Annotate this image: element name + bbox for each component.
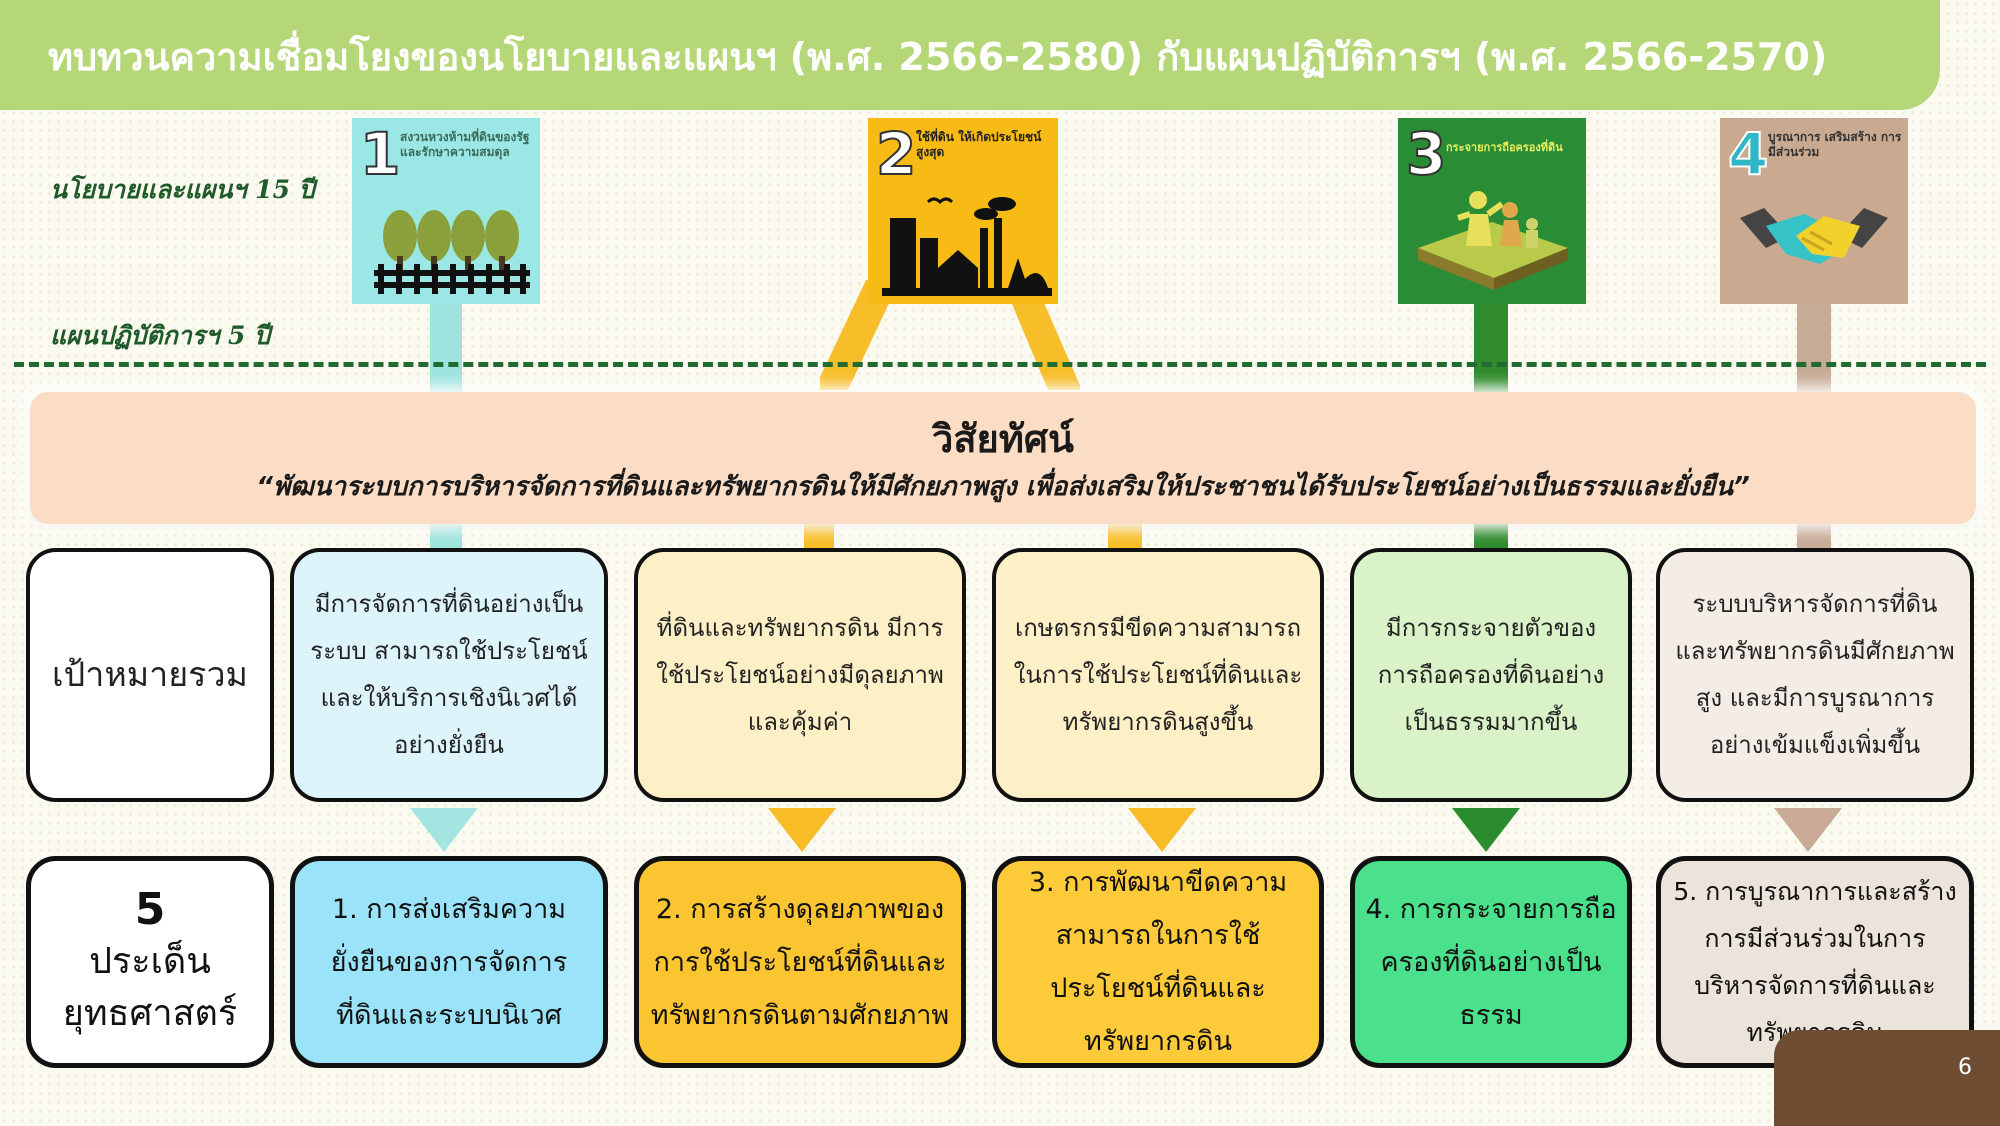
strategy-text-2: 2. การสร้างดุลยภาพของการใช้ประโยชน์ที่ดิ… — [650, 893, 950, 1031]
arrow-down-5 — [1774, 808, 1842, 852]
goal-text-2: ที่ดินและทรัพยากรดิน มีการใช้ประโยชน์อย่… — [656, 613, 944, 736]
strategy-row-label: 5 ประเด็นยุทธศาสตร์ — [26, 856, 274, 1068]
goal-box-5: ระบบบริหารจัดการที่ดินและทรัพยากรดินมีศั… — [1656, 548, 1974, 802]
goal-box-3: เกษตรกรมีขีดความสามารถในการใช้ประโยชน์ที… — [992, 548, 1324, 802]
strategy-count: 5 — [134, 884, 166, 935]
divider-dashed-line — [14, 362, 1986, 367]
policy-1-post — [430, 304, 462, 364]
policy-4-post — [1797, 304, 1831, 364]
policy-2-caption: ใช้ที่ดิน ให้เกิดประโยชน์สูงสุด — [916, 130, 1042, 159]
page-title: ทบทวนความเชื่อมโยงของนโยบายและแผนฯ (พ.ศ.… — [48, 35, 1828, 79]
page-number: 6 — [1958, 1055, 1972, 1080]
policy-15yr-label: นโยบายและแผนฯ 15 ปี — [50, 175, 315, 204]
strategy-text-3: 3. การพัฒนาขีดความสามารถในการใช้ประโยชน์… — [1028, 867, 1288, 1057]
goal-text-5: ระบบบริหารจัดการที่ดินและทรัพยากรดินมีศั… — [1675, 590, 1955, 759]
strategy-box-4: 4. การกระจายการถือครองที่ดินอย่างเป็นธรร… — [1350, 856, 1632, 1068]
strategy-box-2: 2. การสร้างดุลยภาพของการใช้ประโยชน์ที่ดิ… — [634, 856, 966, 1068]
policy-1-icon: 1 สงวนหวงห้ามที่ดินของรัฐ และรักษาความสม… — [352, 118, 540, 304]
header-banner: ทบทวนความเชื่อมโยงของนโยบายและแผนฯ (พ.ศ.… — [0, 0, 1940, 110]
strategy-text-1: 1. การส่งเสริมความยั่งยืนของการจัดการที่… — [330, 893, 568, 1031]
goal-text-4: มีการกระจายตัวของการถือครองที่ดินอย่างเป… — [1377, 613, 1605, 736]
strategy-box-3: 3. การพัฒนาขีดความสามารถในการใช้ประโยชน์… — [992, 856, 1324, 1068]
arrow-down-2 — [768, 808, 836, 852]
policy-4-number: 4 — [1727, 119, 1769, 189]
vision-title: วิสัยทัศน์ — [932, 417, 1074, 461]
arrow-down-1 — [410, 808, 478, 852]
policy-2-number: 2 — [875, 119, 917, 189]
strategy-text-5: 5. การบูรณาการและสร้างการมีส่วนร่วมในการ… — [1673, 877, 1957, 1047]
policy-1-number: 1 — [359, 119, 401, 189]
goal-text-1: มีการจัดการที่ดินอย่างเป็นระบบ สามารถใช้… — [310, 590, 588, 759]
goal-text-3: เกษตรกรมีขีดความสามารถในการใช้ประโยชน์ที… — [1013, 613, 1303, 736]
goal-box-1: มีการจัดการที่ดินอย่างเป็นระบบ สามารถใช้… — [290, 548, 608, 802]
action-5yr-label: แผนปฏิบัติการฯ 5 ปี — [50, 321, 270, 350]
policy-4-icon: 4 บูรณาการ เสริมสร้าง การมีส่วนร่วม — [1720, 118, 1908, 304]
policy-3-number: 3 — [1405, 119, 1447, 189]
policy-4-caption: บูรณาการ เสริมสร้าง การมีส่วนร่วม — [1768, 130, 1902, 159]
goal-row-label: เป้าหมายรวม — [26, 548, 274, 802]
goal-box-4: มีการกระจายตัวของการถือครองที่ดินอย่างเป… — [1350, 548, 1632, 802]
corner-decoration — [1774, 1030, 2000, 1126]
strategy-box-1: 1. การส่งเสริมความยั่งยืนของการจัดการที่… — [290, 856, 608, 1068]
policy-2-icon: 2 ใช้ที่ดิน ให้เกิดประโยชน์สูงสุด — [868, 118, 1058, 304]
policy-3-post — [1474, 304, 1508, 364]
policy-3-icon: 3 กระจายการถือครองที่ดิน — [1398, 118, 1586, 304]
goal-label-text: เป้าหมายรวม — [52, 654, 248, 695]
policy-1-caption: สงวนหวงห้ามที่ดินของรัฐ และรักษาความสมดุ… — [400, 130, 530, 159]
policy-3-caption: กระจายการถือครองที่ดิน — [1446, 141, 1563, 154]
strategy-label-text: ประเด็นยุทธศาสตร์ — [62, 941, 238, 1034]
strategy-text-4: 4. การกระจายการถือครองที่ดินอย่างเป็นธรร… — [1365, 893, 1617, 1031]
vision-banner: วิสัยทัศน์ “พัฒนาระบบการบริหารจัดการที่ด… — [30, 392, 1976, 524]
vision-statement: “พัฒนาระบบการบริหารจัดการที่ดินและทรัพยา… — [256, 472, 1750, 502]
arrow-down-4 — [1452, 808, 1520, 852]
arrow-down-3 — [1128, 808, 1196, 852]
goal-box-2: ที่ดินและทรัพยากรดิน มีการใช้ประโยชน์อย่… — [634, 548, 966, 802]
